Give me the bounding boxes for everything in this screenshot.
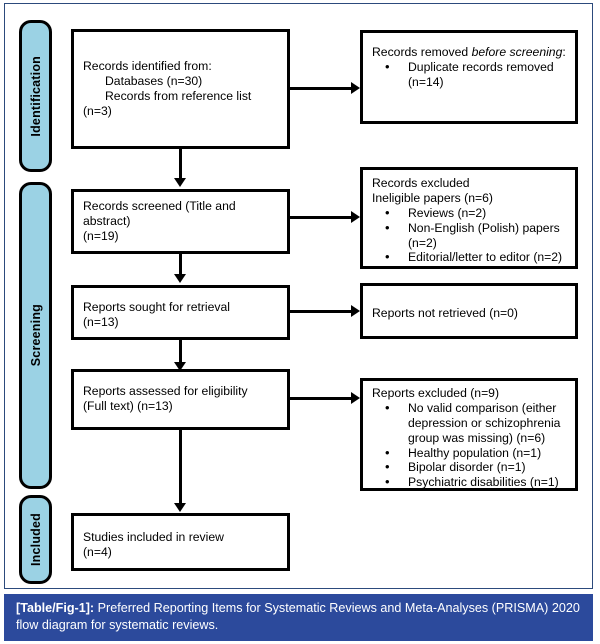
reports-not-retrieved-line-1: Reports not retrieved (n=0)	[372, 306, 518, 320]
stage-bar-included: Included	[19, 495, 52, 584]
connector-assessed-to-included	[179, 430, 182, 506]
records-identified-line-3: Records from reference list	[105, 88, 252, 103]
box-records-excluded: Records excluded Ineligible papers (n=6)…	[360, 167, 578, 269]
diagram-frame: Identification Screening Included Record…	[4, 3, 593, 589]
arrowhead-assessed-to-excluded	[351, 392, 360, 404]
reports-excluded-bullet-3: Bipolar disorder (n=1)	[372, 459, 567, 475]
connector-assessed-to-excluded	[290, 397, 353, 400]
reports-excluded-bullet-list: No valid comparison (either depression o…	[372, 400, 567, 488]
box-records-identified: Records identified from: Databases (n=30…	[71, 29, 290, 149]
records-removed-heading-plain: Records removed	[372, 45, 472, 59]
connector-sought-to-not-retrieved	[290, 310, 353, 313]
records-removed-heading-italic: before screening	[471, 45, 563, 59]
arrowhead-assessed-to-included	[174, 503, 186, 512]
reports-assessed-line-2: (Full text) (n=13)	[83, 398, 173, 413]
connector-identified-to-screened	[179, 149, 182, 181]
stage-bar-identification: Identification	[19, 20, 52, 172]
records-removed-heading-suffix: :	[562, 45, 566, 59]
records-removed-bullet-1: Duplicate records removed (n=14)	[372, 59, 567, 90]
reports-excluded-bullet-4: Psychiatric disabilities (n=1)	[372, 474, 567, 488]
records-screened-line-2: (n=19)	[83, 228, 119, 243]
arrowhead-sought-to-not-retrieved	[351, 305, 360, 317]
records-screened-line-1: Records screened (Title and abstract)	[83, 199, 236, 228]
box-records-screened: Records screened (Title and abstract) (n…	[71, 189, 290, 254]
studies-included-line-2: (n=4)	[83, 544, 112, 559]
records-excluded-bullet-3: Editorial/letter to editor (n=2)	[372, 249, 567, 265]
records-removed-bullet-list: Duplicate records removed (n=14)	[372, 59, 567, 90]
studies-included-line-1: Studies included in review	[83, 530, 224, 544]
reports-excluded-bullet-2: Healthy population (n=1)	[372, 445, 567, 461]
arrowhead-screened-to-sought	[174, 274, 186, 283]
records-excluded-subheading: Ineligible papers (n=6)	[372, 190, 493, 205]
connector-screened-to-excluded	[290, 216, 353, 219]
figure-caption-text: Preferred Reporting Items for Systematic…	[16, 601, 580, 632]
figure-caption-bar: [Table/Fig-1]: Preferred Reporting Items…	[4, 594, 593, 641]
arrowhead-identified-to-removed	[351, 82, 360, 94]
stage-label-screening: Screening	[28, 304, 43, 367]
records-removed-heading: Records removed before screening:	[372, 45, 567, 60]
stage-bar-screening: Screening	[19, 182, 52, 489]
connector-identified-to-removed	[290, 87, 353, 90]
connector-screened-to-sought	[179, 254, 182, 277]
stage-label-included: Included	[28, 513, 43, 566]
records-excluded-bullet-1: Reviews (n=2)	[372, 205, 567, 221]
reports-excluded-heading: Reports excluded (n=9)	[372, 386, 500, 400]
records-excluded-bullet-list: Reviews (n=2) Non-English (Polish) paper…	[372, 205, 567, 266]
box-reports-excluded: Reports excluded (n=9) No valid comparis…	[360, 378, 578, 491]
records-identified-line-2: Databases (n=30)	[105, 73, 203, 88]
reports-excluded-bullet-1: No valid comparison (either depression o…	[372, 400, 567, 446]
records-excluded-bullet-2: Non-English (Polish) papers (n=2)	[372, 220, 567, 251]
figure-caption-tag: [Table/Fig-1]:	[16, 601, 95, 615]
arrowhead-screened-to-excluded	[351, 211, 360, 223]
box-reports-sought: Reports sought for retrieval (n=13)	[71, 285, 290, 340]
box-studies-included: Studies included in review (n=4)	[71, 513, 290, 571]
stage-label-identification: Identification	[28, 55, 43, 137]
arrowhead-sought-to-assessed	[174, 362, 186, 371]
reports-sought-line-1: Reports sought for retrieval	[83, 300, 230, 314]
box-reports-assessed: Reports assessed for eligibility (Full t…	[71, 369, 290, 430]
arrowhead-identified-to-screened	[174, 178, 186, 187]
reports-assessed-line-1: Reports assessed for eligibility	[83, 384, 248, 398]
connector-sought-to-assessed	[179, 340, 182, 365]
records-excluded-heading: Records excluded	[372, 176, 470, 190]
box-reports-not-retrieved: Reports not retrieved (n=0)	[360, 283, 578, 339]
reports-sought-line-2: (n=13)	[83, 314, 119, 329]
records-identified-line-4: (n=3)	[83, 103, 112, 118]
box-records-removed: Records removed before screening: Duplic…	[360, 30, 578, 124]
records-identified-line-1: Records identified from:	[83, 59, 212, 73]
